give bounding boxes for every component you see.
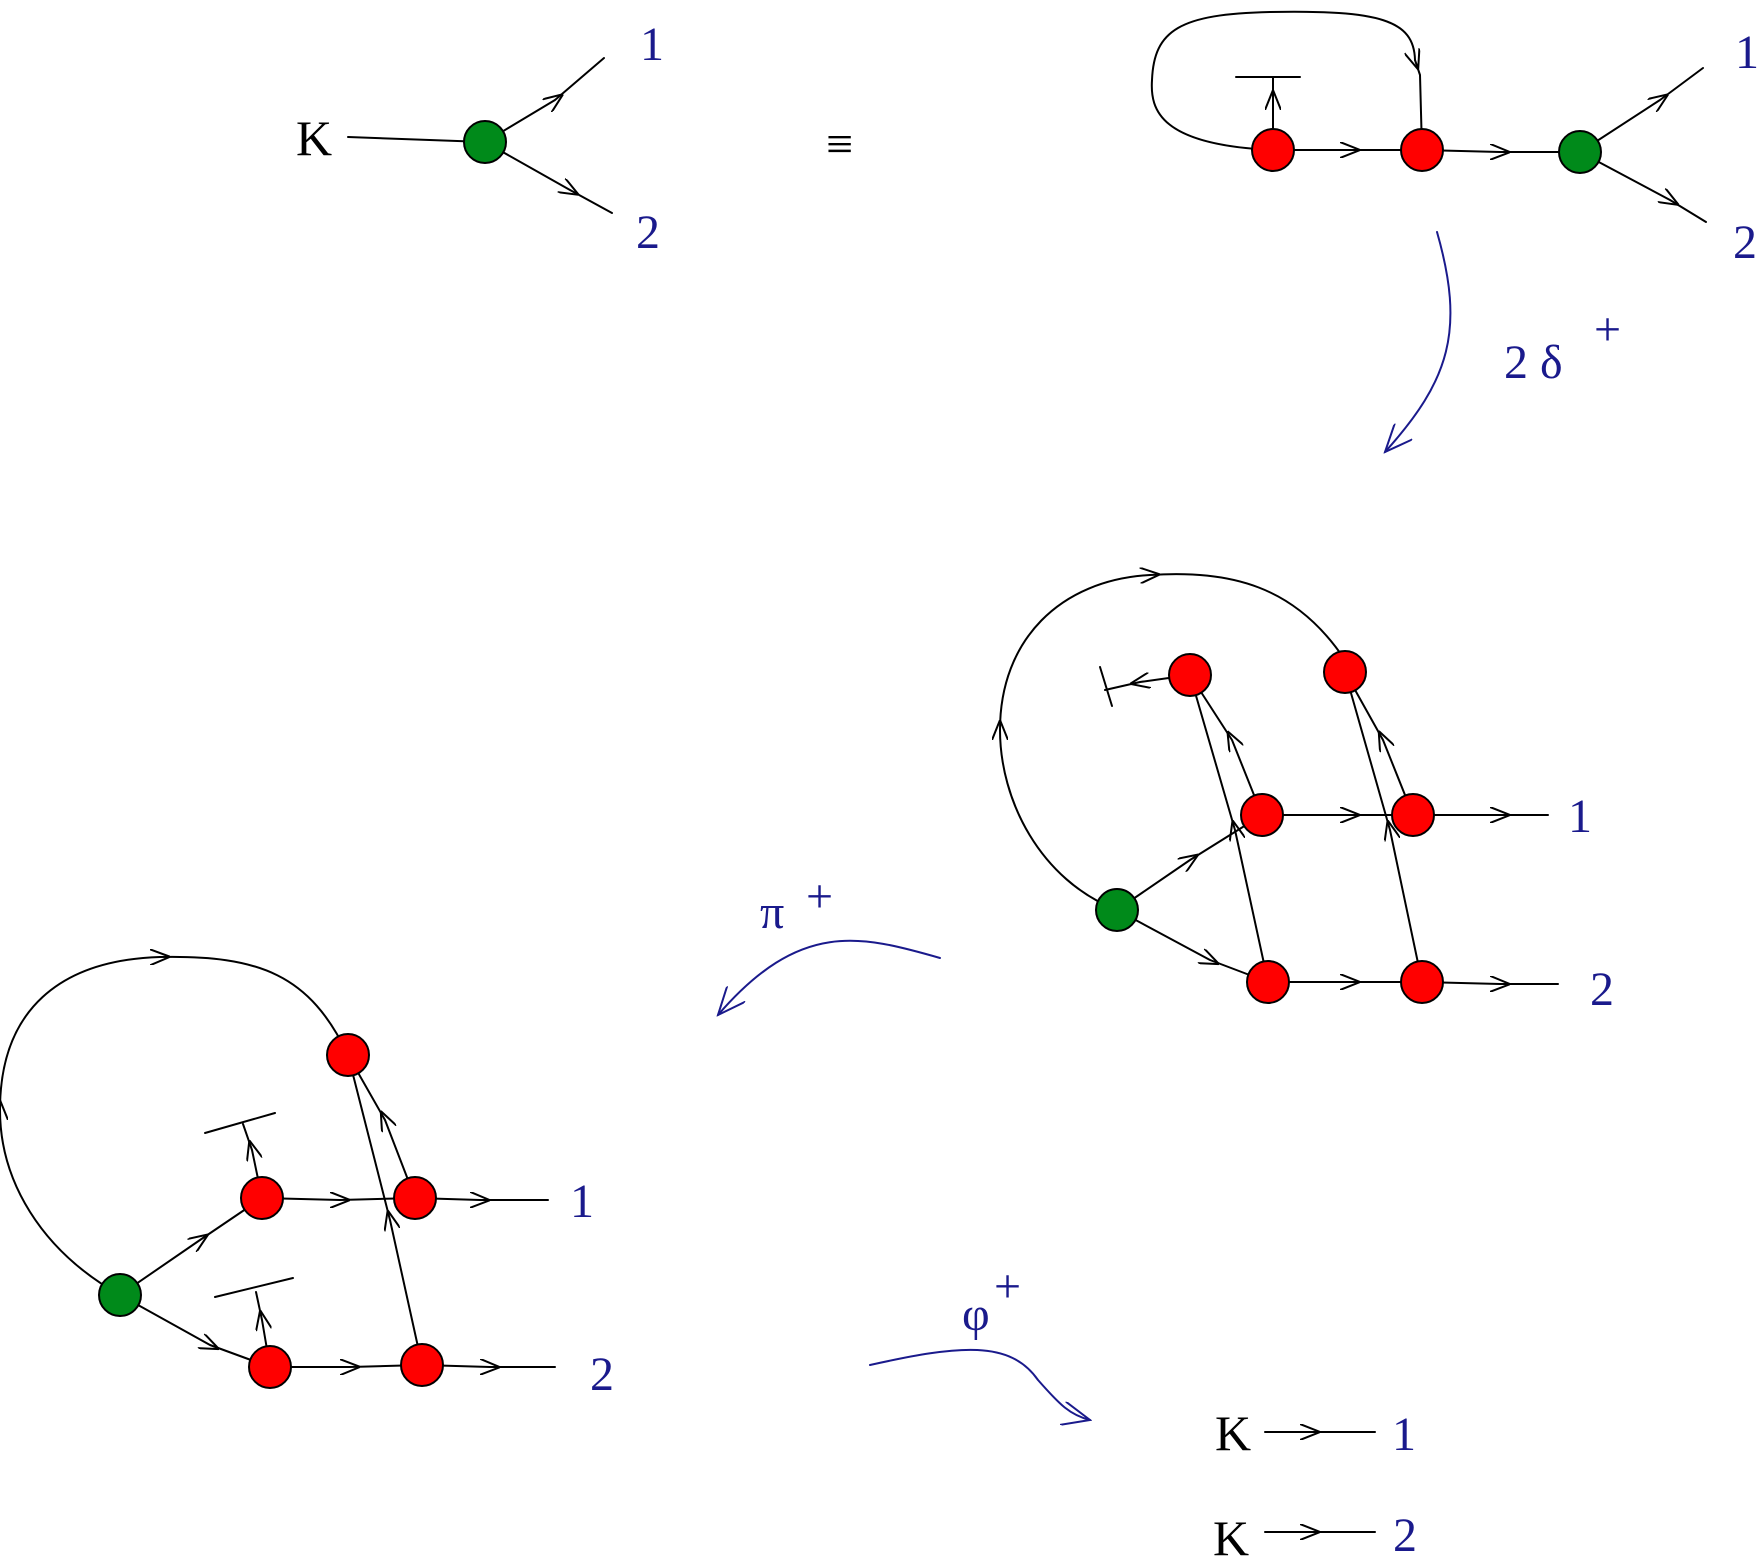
equivalence-symbol: ≡ bbox=[826, 118, 853, 171]
step-label-plus: + bbox=[994, 1260, 1021, 1313]
step-label-phi: φ bbox=[962, 1288, 990, 1341]
edge-g-ra bbox=[119, 1197, 263, 1296]
edge-out-2 bbox=[484, 141, 613, 214]
flow-arrow-down bbox=[1385, 231, 1452, 452]
label-2: 2 bbox=[1733, 216, 1757, 269]
edge-g-rb bbox=[119, 1294, 271, 1368]
red-vertex-c bbox=[393, 1176, 437, 1220]
edge-ra-rc bbox=[261, 1198, 416, 1200]
red-vertex-d bbox=[400, 1343, 444, 1387]
step-label-delta: 2 δ bbox=[1504, 336, 1563, 389]
step-arrow-delta: 2 δ + bbox=[1385, 231, 1621, 452]
result-k-2: K bbox=[1213, 1510, 1249, 1558]
green-vertex bbox=[1558, 130, 1602, 174]
step-label-plus: + bbox=[806, 870, 833, 923]
edge-rb-rd bbox=[269, 1365, 423, 1367]
edge-rb-rtop1 bbox=[1189, 674, 1269, 983]
cut-bar-upper bbox=[204, 1112, 276, 1134]
label-2: 2 bbox=[590, 1348, 614, 1401]
result-label-2: 2 bbox=[1393, 1509, 1417, 1558]
red-vertex-a bbox=[1240, 793, 1284, 837]
edge-rd-rtop bbox=[347, 1054, 423, 1366]
loop-arrow-up bbox=[1415, 60, 1423, 151]
green-vertex bbox=[463, 120, 507, 164]
label-1: 1 bbox=[640, 18, 664, 71]
green-vertex bbox=[98, 1273, 142, 1317]
outer-loop bbox=[0, 957, 349, 1296]
edge-g-ra bbox=[1116, 814, 1263, 911]
cut-bar bbox=[1099, 666, 1113, 707]
diagram-middle-right: 1 2 bbox=[1000, 574, 1614, 1016]
red-vertex-top bbox=[326, 1033, 370, 1077]
red-vertex-top2 bbox=[1323, 650, 1367, 694]
edge-r2-g bbox=[1421, 150, 1581, 152]
step-arrow-pi: π + bbox=[718, 870, 941, 1015]
edge-g-1 bbox=[1579, 67, 1704, 153]
result-propagators: K 1 K 2 bbox=[1213, 1405, 1417, 1558]
red-vertex-c bbox=[1391, 793, 1435, 837]
edge-ra-rtop1 bbox=[1189, 674, 1263, 816]
red-vertex-top1 bbox=[1168, 653, 1212, 697]
step-label-plus: + bbox=[1594, 303, 1621, 356]
red-vertex-d bbox=[1400, 960, 1444, 1004]
red-vertex-b bbox=[248, 1345, 292, 1389]
cut-bar-lower bbox=[214, 1277, 294, 1298]
flow-arrow-left bbox=[718, 939, 941, 1015]
step-label-pi: π bbox=[760, 886, 784, 939]
red-vertex-b bbox=[1246, 960, 1290, 1004]
red-vertex-a bbox=[1251, 128, 1295, 172]
red-vertex-a bbox=[240, 1176, 284, 1220]
edge-rc-rtop bbox=[347, 1054, 416, 1199]
diagram-bottom-left: 1 2 bbox=[0, 957, 614, 1401]
result-label-1: 1 bbox=[1392, 1408, 1416, 1461]
label-1: 1 bbox=[1735, 26, 1759, 79]
label-2: 2 bbox=[1590, 963, 1614, 1016]
diagram-vertex-left: K 1 2 bbox=[296, 18, 664, 259]
label-1: 1 bbox=[570, 1175, 594, 1228]
label-2: 2 bbox=[636, 206, 660, 259]
result-k-1: K bbox=[1215, 1405, 1251, 1461]
label-1: 1 bbox=[1568, 790, 1592, 843]
edge-rd-out2 bbox=[421, 1365, 556, 1367]
red-vertex-b bbox=[1400, 128, 1444, 172]
edge-out-1 bbox=[484, 57, 605, 143]
edge-g-2 bbox=[1579, 151, 1707, 223]
edge-g-rb bbox=[1116, 909, 1269, 983]
outer-loop bbox=[1000, 574, 1346, 911]
edge-rd-out2 bbox=[1421, 982, 1559, 984]
green-vertex bbox=[1095, 888, 1139, 932]
step-arrow-phi: φ + bbox=[869, 1260, 1090, 1420]
label-k: K bbox=[296, 110, 332, 166]
edge-rc-rtop2 bbox=[1344, 671, 1414, 816]
diagram-loop-right: 1 2 bbox=[1150, 10, 1759, 269]
edge-rd-rtop2 bbox=[1344, 671, 1423, 983]
edge-k-in bbox=[347, 136, 486, 143]
loop-line bbox=[1150, 10, 1416, 151]
flow-arrow-right bbox=[869, 1348, 1090, 1420]
